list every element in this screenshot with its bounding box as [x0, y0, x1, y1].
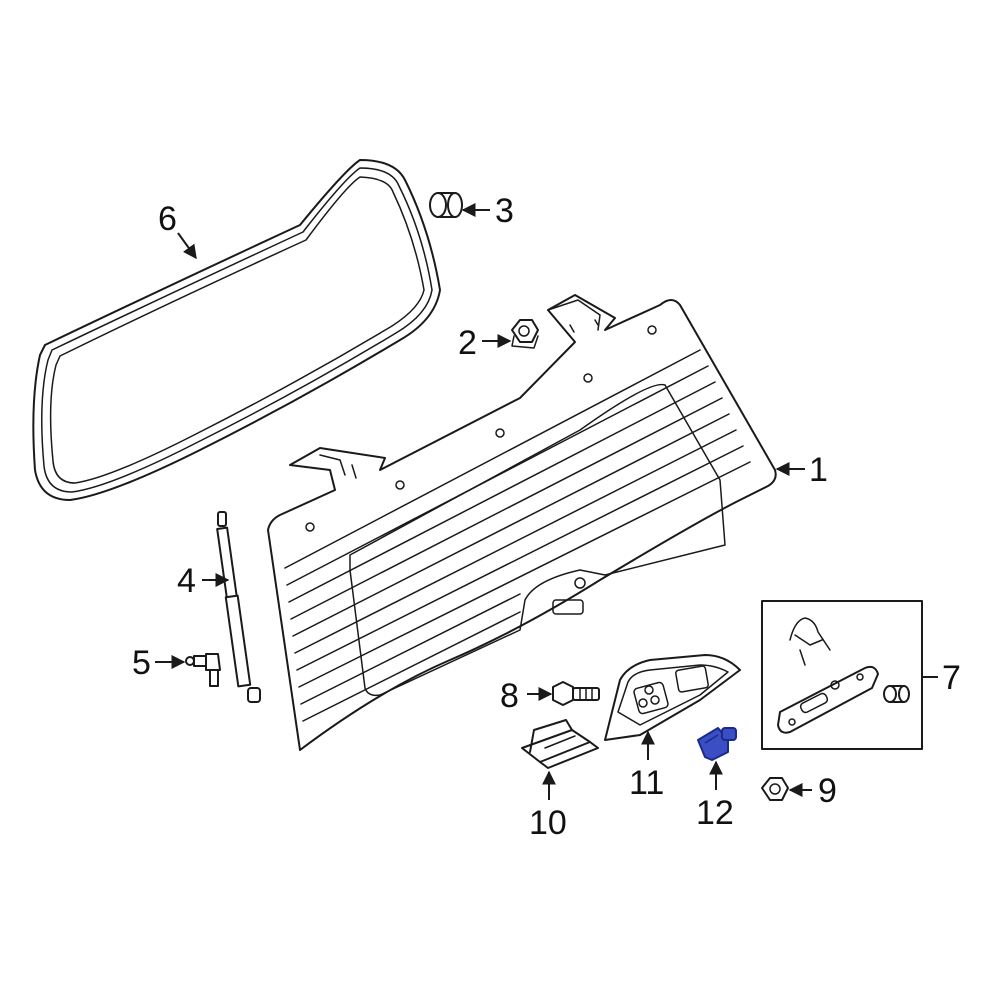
callout-1: 1: [809, 451, 828, 489]
part-12-connector[interactable]: [697, 727, 737, 761]
part-11-lamp-housing[interactable]: [604, 654, 741, 741]
callout-9: 9: [818, 772, 837, 810]
part-2-nut[interactable]: [511, 319, 539, 349]
callout-8: 8: [500, 677, 519, 715]
part-5-ball-stud[interactable]: [185, 653, 221, 687]
callout-3: 3: [495, 192, 514, 230]
callout-4: 4: [177, 562, 196, 600]
part-4-lift-support[interactable]: [216, 511, 261, 703]
callout-12: 12: [696, 794, 734, 832]
callout-11: 11: [629, 764, 664, 802]
leader-lines: [155, 203, 938, 800]
part-8-bolt[interactable]: [552, 681, 600, 706]
callout-labels: 6 3 2 1 4 5 7 8 9 10 11 12: [132, 192, 961, 842]
part-3-bumper[interactable]: [429, 192, 463, 218]
part-1-liftgate-panel[interactable]: [267, 294, 777, 751]
part-7-kit-box[interactable]: [761, 600, 923, 750]
part-9-nut[interactable]: [761, 777, 789, 801]
callout-10: 10: [529, 804, 567, 842]
callout-5: 5: [132, 644, 151, 682]
callout-6: 6: [158, 200, 177, 238]
part-6-window-glass[interactable]: [32, 159, 441, 501]
callout-2: 2: [458, 324, 477, 362]
part-10-bracket[interactable]: [521, 719, 599, 769]
callout-7: 7: [942, 659, 961, 697]
